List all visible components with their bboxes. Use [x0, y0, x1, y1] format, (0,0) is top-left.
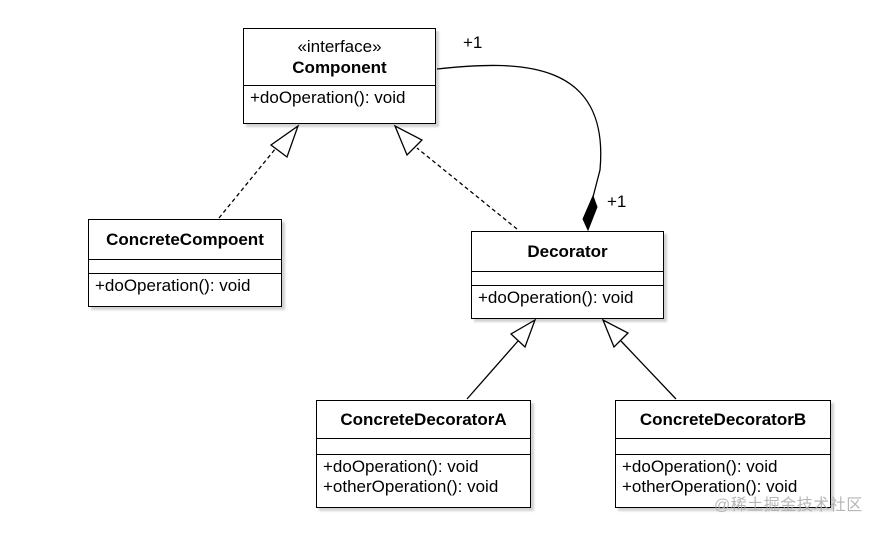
- realization-line-concretecomponent: [218, 147, 277, 219]
- class-concrete-component-header: ConcreteCompoent: [89, 220, 281, 260]
- class-decorator-header: Decorator: [472, 232, 663, 272]
- class-concrete-component-name: ConcreteCompoent: [106, 230, 264, 249]
- class-component[interactable]: «interface» Component +doOperation(): vo…: [243, 28, 436, 124]
- class-concrete-component-attributes: [89, 260, 281, 274]
- operation: +doOperation(): void: [478, 288, 634, 307]
- class-concrete-component[interactable]: ConcreteCompoent +doOperation(): void: [88, 219, 282, 307]
- generalization-arrowhead-a: [509, 318, 537, 349]
- class-concrete-component-operations: +doOperation(): void: [89, 274, 281, 296]
- class-concrete-decorator-b[interactable]: ConcreteDecoratorB +doOperation(): void …: [615, 400, 831, 508]
- class-component-header: «interface» Component: [244, 29, 435, 86]
- class-concrete-decorator-a-header: ConcreteDecoratorA: [317, 401, 530, 439]
- class-concrete-decorator-a-attributes: [317, 439, 530, 455]
- class-component-name: Component: [292, 57, 387, 77]
- generalization-arrowhead-b: [601, 318, 630, 349]
- class-concrete-decorator-b-operations: +doOperation(): void +otherOperation(): …: [616, 455, 830, 497]
- class-concrete-decorator-a-operations: +doOperation(): void +otherOperation(): …: [317, 455, 530, 497]
- class-concrete-decorator-a-name: ConcreteDecoratorA: [340, 410, 507, 429]
- class-decorator[interactable]: Decorator +doOperation(): void: [471, 231, 664, 319]
- composition-diamond: [582, 194, 598, 232]
- operation: +otherOperation(): void: [323, 477, 499, 496]
- class-concrete-decorator-b-header: ConcreteDecoratorB: [616, 401, 830, 439]
- watermark-text: @稀土掘金技术社区: [714, 497, 863, 514]
- class-component-stereotype: «interface»: [297, 36, 382, 56]
- class-decorator-operations: +doOperation(): void: [472, 286, 663, 308]
- generalization-line-a: [466, 340, 519, 400]
- class-concrete-decorator-b-attributes: [616, 439, 830, 455]
- operation: +otherOperation(): void: [622, 477, 798, 496]
- realization-arrowhead-decorator: [393, 124, 424, 157]
- realization-arrowhead-concretecomponent: [269, 124, 300, 159]
- class-concrete-decorator-b-name: ConcreteDecoratorB: [639, 410, 807, 429]
- realization-line-decorator: [416, 147, 518, 230]
- operation: +doOperation(): void: [622, 457, 778, 476]
- operation: +doOperation(): void: [250, 88, 406, 107]
- generalization-line-b: [620, 340, 677, 400]
- class-concrete-decorator-a[interactable]: ConcreteDecoratorA +doOperation(): void …: [316, 400, 531, 508]
- multiplicity-decorator-end: +1: [607, 192, 627, 211]
- operation: +doOperation(): void: [323, 457, 479, 476]
- class-decorator-name: Decorator: [527, 242, 608, 261]
- composition-curve: [436, 64, 602, 198]
- class-component-operations: +doOperation(): void: [244, 86, 435, 108]
- operation: +doOperation(): void: [95, 276, 251, 295]
- class-decorator-attributes: [472, 272, 663, 286]
- multiplicity-component-end: +1: [463, 33, 483, 52]
